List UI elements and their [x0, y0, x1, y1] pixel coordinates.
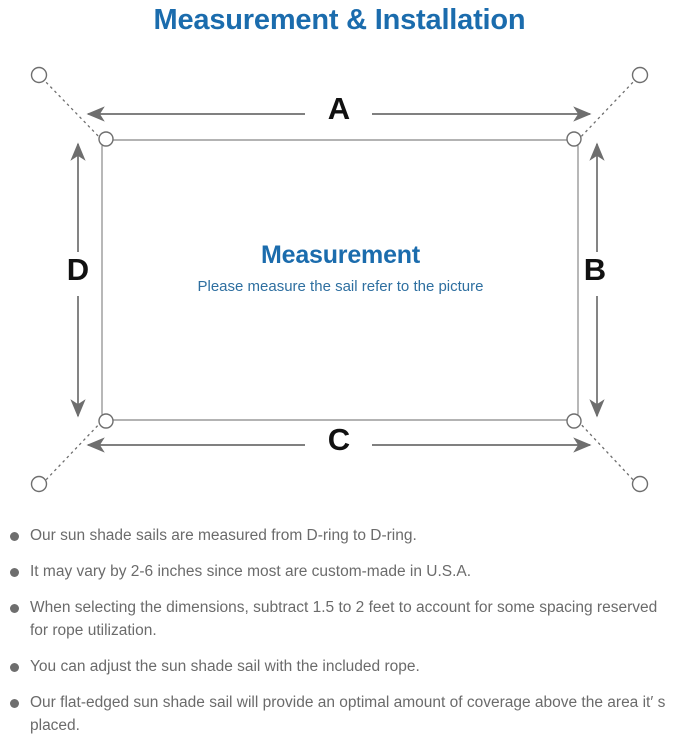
note-text: Our sun shade sails are measured from D-… — [30, 527, 417, 544]
list-item: Our sun shade sails are measured from D-… — [0, 524, 679, 547]
d-ring-top-left — [98, 131, 114, 147]
bullet-icon — [10, 604, 19, 613]
list-item: It may vary by 2-6 inches since most are… — [0, 560, 679, 583]
notes-list: Our sun shade sails are measured from D-… — [0, 524, 679, 750]
anchor-point-bottom-left — [30, 475, 48, 493]
note-text: You can adjust the sun shade sail with t… — [30, 658, 420, 675]
dimension-label-b: B — [583, 252, 607, 287]
rope-line-bottom-left — [41, 418, 105, 485]
measurement-diagram: A B C D Measurement Please measure the s… — [0, 52, 679, 518]
rope-line-bottom-right — [575, 418, 638, 485]
dimension-label-a: A — [327, 91, 351, 126]
list-item: You can adjust the sun shade sail with t… — [0, 655, 679, 678]
bullet-icon — [10, 699, 19, 708]
note-text: When selecting the dimensions, subtract … — [30, 599, 658, 639]
note-text: Our flat-edged sun shade sail will provi… — [30, 694, 666, 734]
dimension-label-c: C — [327, 422, 351, 457]
anchor-point-bottom-right — [631, 475, 649, 493]
page-title: Measurement & Installation — [153, 4, 526, 36]
note-text: It may vary by 2-6 inches since most are… — [30, 563, 472, 580]
bullet-icon — [10, 568, 19, 577]
d-ring-top-right — [566, 131, 582, 147]
sail-rectangle — [101, 139, 579, 421]
bullet-icon — [10, 532, 19, 541]
bullet-icon — [10, 663, 19, 672]
rope-line-top-right — [575, 77, 638, 143]
sail-center-caption: Measurement Please measure the sail refe… — [102, 240, 579, 296]
anchor-point-top-left — [30, 66, 48, 84]
rope-line-top-left — [41, 77, 105, 143]
diagram-svg — [30, 66, 649, 493]
sail-center-title: Measurement — [261, 241, 420, 269]
list-item: Our flat-edged sun shade sail will provi… — [0, 691, 679, 737]
d-ring-bottom-right — [566, 413, 582, 429]
list-item: When selecting the dimensions, subtract … — [0, 596, 679, 642]
anchor-point-top-right — [631, 66, 649, 84]
sail-center-subtitle: Please measure the sail refer to the pic… — [197, 278, 484, 295]
d-ring-bottom-left — [98, 413, 114, 429]
dimension-label-d: D — [66, 252, 90, 287]
